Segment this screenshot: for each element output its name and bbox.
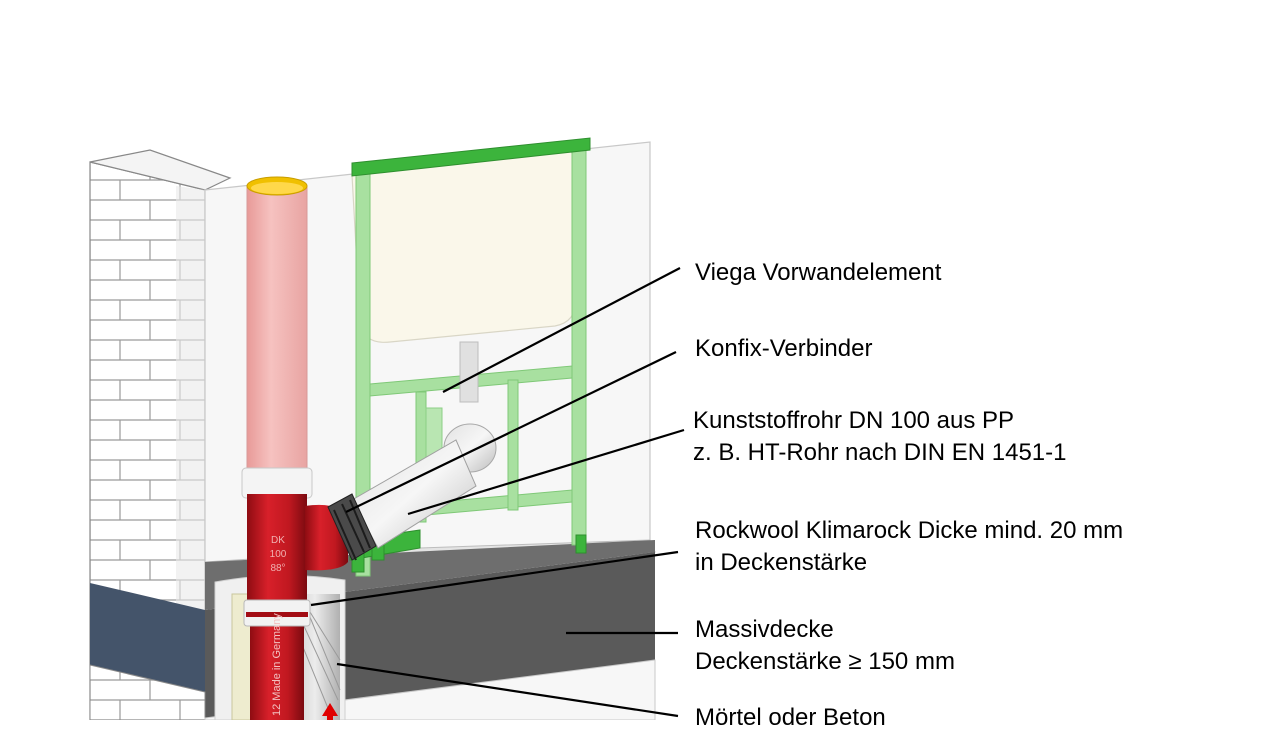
arrow-up-icon [322, 703, 338, 720]
leader-mortar [336, 662, 679, 718]
pipe-print-dk: DK [271, 535, 285, 546]
label-connector: Konfix-Verbinder [695, 333, 872, 365]
leader-connector [345, 351, 677, 513]
leader-insulation [310, 550, 679, 607]
label-insulation-line2: in Deckenstärke [695, 549, 868, 576]
label-slab: Massivdecke Deckenstärke ≥ 150 mm [695, 614, 955, 678]
lower-wall [89, 664, 206, 720]
label-mortar: Mörtel oder Beton [695, 702, 886, 734]
vertical-pipe-upper [241, 176, 313, 499]
label-insulation-line1: Rockwool Klimarock Dicke mind. 20 mm [695, 517, 1124, 544]
label-pipe-line1: Kunststoffrohr DN 100 aus PP [693, 407, 1015, 434]
label-pipe-line2: z. B. HT-Rohr nach DIN EN 1451-1 [693, 439, 1067, 466]
leader-lines [310, 267, 685, 718]
konfix-connector [327, 493, 377, 561]
pipe-print-angle: 88° [270, 563, 285, 574]
leader-frame [442, 267, 681, 393]
pipe-print-dn: 100 [270, 549, 287, 560]
label-slab-line1: Massivdecke [695, 616, 834, 643]
leader-pipe [407, 428, 685, 516]
label-pipe: Kunststoffrohr DN 100 aus PP z. B. HT-Ro… [693, 405, 1066, 469]
vertical-pipe-lower: 12 Made in Germany [243, 599, 311, 720]
label-insulation: Rockwool Klimarock Dicke mind. 20 mm in … [695, 515, 1123, 579]
label-frame-text: Viega Vorwandelement [695, 259, 942, 286]
label-connector-text: Konfix-Verbinder [695, 335, 873, 362]
label-slab-line2: Deckenstärke ≥ 150 mm [695, 648, 955, 675]
tee-fitting-red: DK 100 88° [247, 493, 377, 604]
brick-wall [89, 149, 232, 720]
pipe-print-vertical: 12 Made in Germany [271, 613, 283, 716]
label-frame: Viega Vorwandelement [695, 257, 941, 289]
label-mortar-text: Mörtel oder Beton [695, 704, 886, 731]
